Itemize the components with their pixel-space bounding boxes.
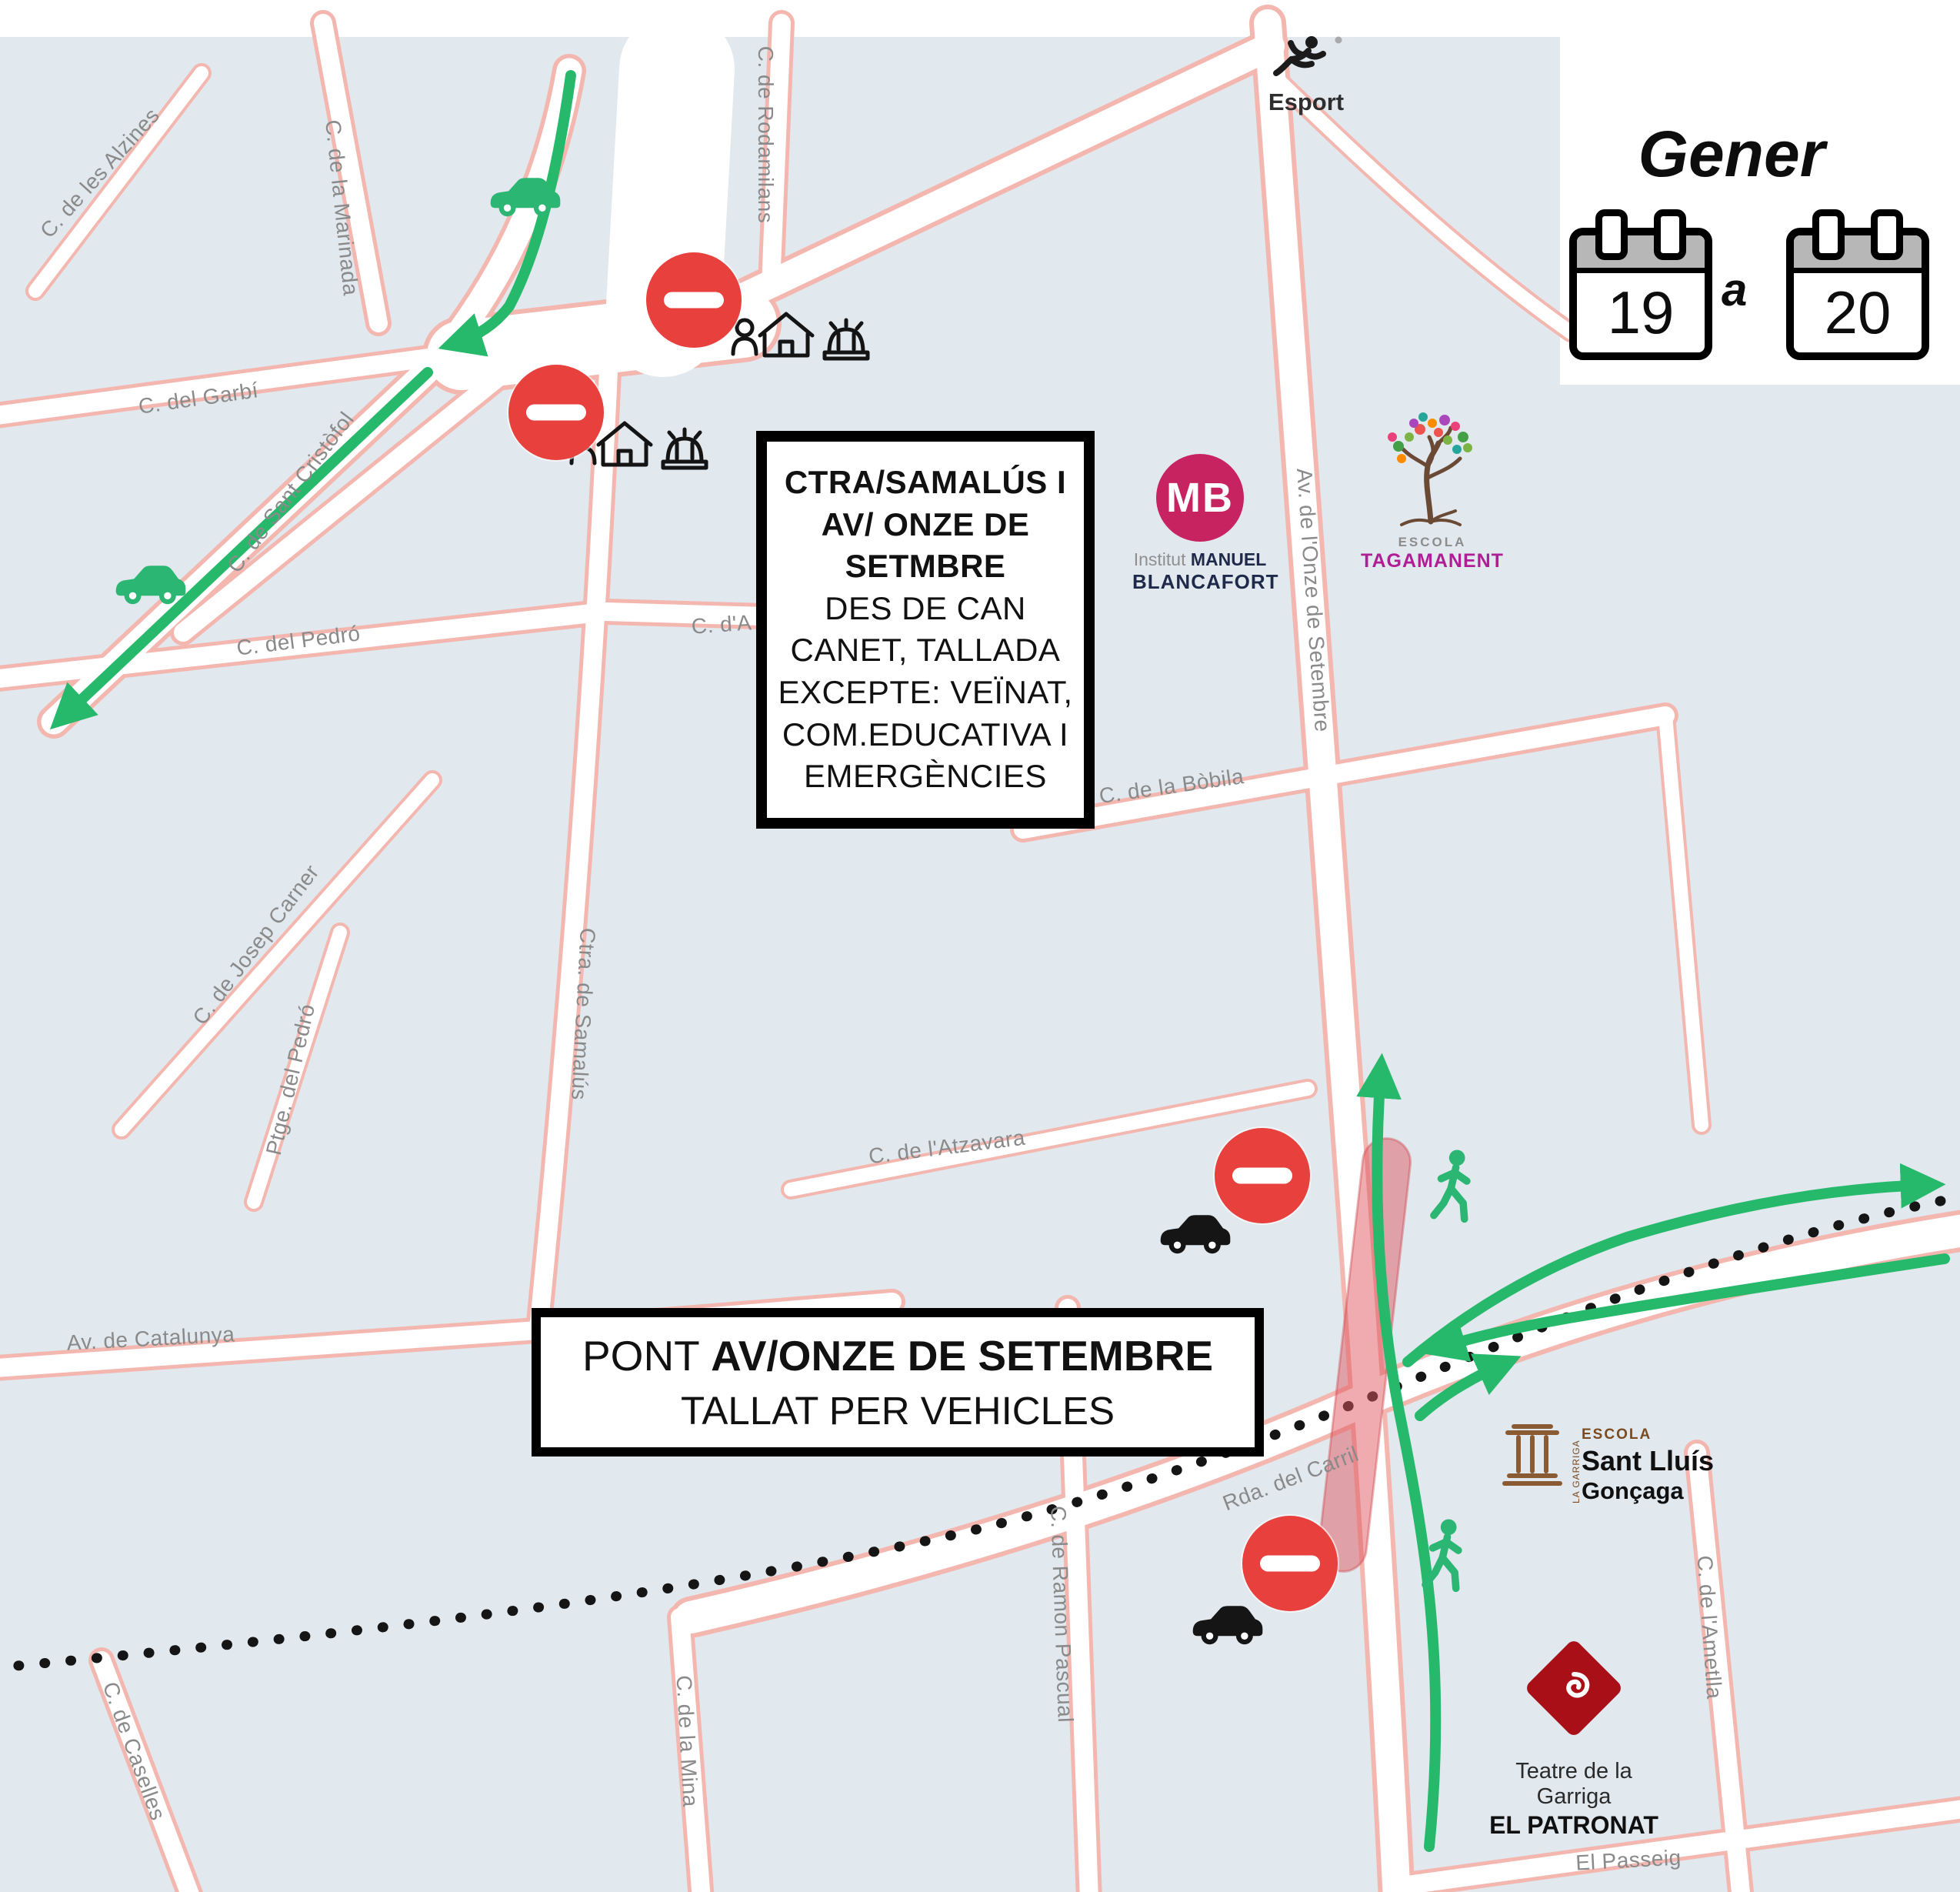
bridge-closure-box: PONT AV/ONZE DE SETEMBRE TALLAT PER VEHI… (532, 1308, 1264, 1457)
santlluis-garriga: LA GARRIGA (1571, 1440, 1582, 1503)
closure-body-line: EMERGÈNCIES (804, 758, 1047, 795)
teatre-line2: EL PATRONAT (1489, 1811, 1658, 1839)
tagamanent-name: TAGAMANENT (1361, 550, 1504, 572)
no-entry-sign (508, 365, 604, 460)
gate-icon (1502, 1424, 1562, 1486)
escola-sant-lluis-goncaga-logo: LA GARRIGA ESCOLA Sant Lluís Gonçaga (1500, 1414, 1746, 1530)
runner-icon (1273, 36, 1342, 76)
closure-body-line: COM.EDUCATIVA I (782, 716, 1069, 752)
calendar-day-number: 19 (1607, 279, 1675, 346)
no-entry-sign (646, 252, 742, 348)
spiral-diamond-icon (1523, 1637, 1625, 1739)
green-route-arrows (49, 70, 1950, 1852)
street-label: C. de Rodamilans (754, 45, 778, 224)
imb-line2: BLANCAFORT (1132, 570, 1279, 593)
closure-title-line: AV/ ONZE DE (821, 506, 1030, 542)
pedestrian-icon (1419, 1517, 1473, 1600)
esport-label: Esport (1268, 88, 1345, 115)
date-separator: a (1722, 264, 1748, 315)
closure-title-line: SETMBRE (845, 548, 1006, 585)
car-icon (112, 557, 189, 609)
calendar-day-from: 19 (1569, 209, 1712, 360)
railway-dotted-line (0, 1192, 1960, 1673)
month-title: Gener (1638, 118, 1825, 190)
calendar-day-to: 20 (1786, 209, 1929, 360)
closure-title-line: CTRA/SAMALÚS I (784, 464, 1067, 500)
closure-body-line: CANET, TALLADA (790, 632, 1061, 669)
car-icon (487, 169, 564, 222)
tagamanent-escola: ESCOLA (1398, 535, 1467, 549)
imb-line1: Institut MANUEL (1133, 549, 1267, 569)
escola-tagamanent-logo: ESCOLA TAGAMANENT (1355, 406, 1509, 572)
calendar-ring (1595, 209, 1628, 260)
calendar-ring (1812, 209, 1845, 260)
closure-body-line: DES DE CAN (825, 589, 1026, 626)
calendar-day-number: 20 (1824, 279, 1892, 346)
calendar-ring (1654, 209, 1686, 260)
closure-body-line: EXCEPTE: VEÏNAT, (778, 673, 1073, 710)
institut-manuel-blancafort-logo: MB Institut MANUEL BLANCAFORT (1132, 454, 1279, 594)
bridge-box-title: PONT AV/ONZE DE SETEMBRE (582, 1332, 1213, 1380)
tree-icon (1388, 412, 1472, 526)
street-label: C. d'A (690, 610, 753, 639)
teatre-el-patronat-logo: Teatre de la Garriga EL PATRONAT (1482, 1637, 1666, 1840)
closure-info-box: CTRA/SAMALÚS I AV/ ONZE DE SETMBRE DES D… (756, 431, 1095, 829)
calendar-ring (1871, 209, 1903, 260)
car-icon (1157, 1206, 1234, 1259)
imb-monogram: MB (1156, 454, 1244, 542)
no-entry-sign (1215, 1128, 1310, 1223)
bridge-box-subtitle: TALLAT PER VEHICLES (680, 1389, 1115, 1433)
santlluis-name: Sant Lluís (1582, 1445, 1715, 1477)
esport-logo: Esport (1237, 34, 1375, 116)
no-entry-sign (1242, 1516, 1338, 1611)
santlluis-name2: Gonçaga (1582, 1477, 1684, 1504)
teatre-line1: Teatre de la Garriga (1515, 1759, 1632, 1809)
pedestrian-icon (1428, 1148, 1482, 1230)
car-icon (1189, 1597, 1266, 1650)
santlluis-escola: ESCOLA (1582, 1427, 1652, 1443)
